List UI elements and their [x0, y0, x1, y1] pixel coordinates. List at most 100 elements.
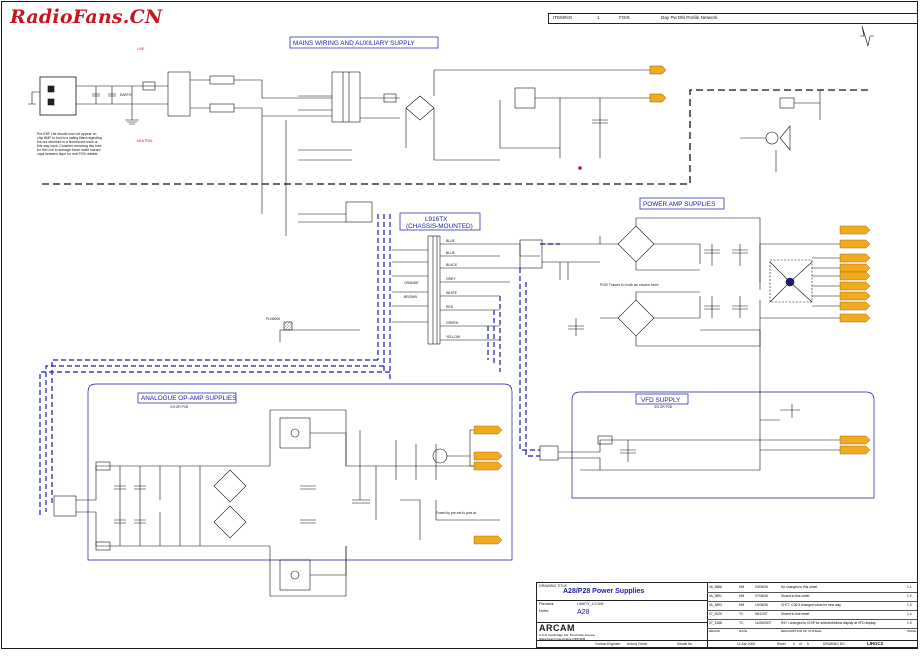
- x-capacitor-lines: [95, 86, 113, 104]
- sheet-total: 5: [807, 642, 809, 646]
- iec-inlet: [39, 76, 77, 116]
- rev-strip-col4: Day Pw Dbl Profile Network: [661, 15, 718, 20]
- revision-date: 06/11/07: [755, 612, 768, 616]
- revision-rev: 07_3188: [709, 621, 722, 625]
- vfd-section: [539, 435, 760, 470]
- wiring-harness: [39, 214, 560, 518]
- details-label: Details No: [677, 642, 693, 646]
- revision-rev: 07_3020: [709, 612, 722, 616]
- mains-section: [28, 25, 874, 236]
- date: 11-Apr-2006: [737, 642, 756, 646]
- revision-rev: 06_3886: [709, 585, 722, 589]
- revision-by: HM: [739, 585, 745, 589]
- wire-label-5: ORANGE: [404, 281, 419, 285]
- rev-strip-col2: 1: [597, 15, 600, 20]
- power-amp-title-box: [639, 197, 725, 210]
- analogue-title: ANALOGUE OP-AMP SUPPLIES: [141, 395, 236, 402]
- vfd-title-box: [635, 393, 689, 405]
- transformer-title: L916TX: [425, 216, 448, 223]
- revision-desc: CH77, C06 9 changed value for new way: [781, 603, 841, 607]
- wire-label-8: RED: [446, 305, 454, 309]
- engineer-name: Antony Genor: [627, 642, 648, 646]
- bridge-rectifier-1: [617, 225, 655, 263]
- company-logo: ARCAM: [539, 623, 575, 633]
- revision-date: 10/04/06: [755, 603, 768, 607]
- drawing-title-label: DRAWING TITLE: [539, 584, 567, 588]
- analogue-output-connectors: [473, 425, 503, 545]
- title-block-footer: Contact Engineer Antony Genor Details No…: [537, 640, 917, 648]
- power-amp-output-connectors: [839, 225, 871, 323]
- filename-label: Filename: [539, 602, 554, 606]
- sheet-number: 3: [793, 642, 795, 646]
- power-amp-section: [519, 217, 840, 471]
- wire-label-2: BLUE: [446, 251, 456, 255]
- mains-switch: [167, 71, 191, 117]
- revision-strip: ITEM/NO 1 FOIS Day Pw Dbl Profile Networ…: [548, 13, 918, 24]
- wire-label-6: BROWN: [404, 295, 418, 299]
- revision-issue: 1.2: [907, 594, 912, 598]
- revision-date: 11/05/2007: [755, 621, 772, 625]
- vfd-title: VFD SUPPLY: [641, 397, 681, 404]
- mains-title-box: [289, 36, 439, 49]
- revision-date: 03/04/06: [755, 585, 768, 589]
- revision-desc: Stored to this sheet: [781, 594, 810, 598]
- pcb-traces-note: PCB Traces to bulb as shown here: [600, 283, 658, 287]
- revision-issue: 1.5: [907, 621, 912, 625]
- revision-desc: Stored to this sheet: [781, 612, 810, 616]
- aux-output-connectors: [649, 65, 667, 103]
- fuse-note: Fused by pre-set to pins at: [436, 511, 476, 515]
- revision-issue: 1.3: [907, 603, 912, 607]
- earth-connection: [28, 91, 40, 105]
- neutral-label: NEUTRAL: [137, 139, 153, 143]
- notes-label: Notes: [539, 609, 549, 613]
- positive-regulator: [279, 417, 311, 449]
- aux-transformer: [331, 71, 361, 123]
- revision-desc: No changes to this sheet: [781, 585, 818, 589]
- mains-note: Pre-EBF Lite should now not appear on ch…: [37, 132, 102, 157]
- wire-label-10: YELLOW: [446, 335, 461, 339]
- vfd-boundary: [571, 391, 875, 499]
- wire-label-1: BLUE: [446, 239, 456, 243]
- revision-row: 06_3886 HM 03/04/06 No changes to this shee…: [707, 583, 917, 593]
- live-label: LIVE: [137, 47, 145, 51]
- contact-engineer-label: Contact Engineer: [595, 642, 621, 646]
- revision-rev: 06_3893: [709, 603, 722, 607]
- analogue-title-box: [137, 392, 237, 404]
- wire-label-9: GREEN: [446, 321, 459, 325]
- revision-by: HM: [739, 594, 745, 598]
- pass-transistor: [432, 448, 448, 464]
- mains-note-box: Pre-EBF Lite should now not appear on ch…: [37, 132, 102, 157]
- negative-regulator: [279, 559, 311, 591]
- rev-strip-col1: ITEM/NO: [553, 15, 573, 20]
- revision-header-cell: DATE: [739, 629, 748, 633]
- aux-bridge-rectifier: [405, 95, 435, 121]
- wire-label-4: GREY: [446, 277, 456, 281]
- revision-desc: R47 / changed to CHIP for selected/follo…: [781, 621, 876, 625]
- mains-section-title: MAINS WIRING AND AUXILIARY SUPPLY: [293, 40, 416, 47]
- revision-by: HM: [739, 603, 745, 607]
- transformer-subtitle: (CHASSIS-MOUNTED): [406, 223, 473, 230]
- bridge-rectifier-2: [617, 299, 655, 337]
- transformer-title-box: [399, 212, 481, 231]
- mains-dashed-loop: [42, 89, 872, 185]
- filename: L966TX_4.0.DW: [577, 602, 604, 606]
- watermark: RadioFans.CN: [10, 6, 163, 28]
- iec-pin-neutral: [47, 98, 55, 106]
- revision-row: 06_3893 HM 10/04/06 CH77, C06 9 changed val…: [707, 601, 917, 611]
- vfd-subtitle: 3/4 OR P28: [654, 405, 672, 409]
- revision-date: 07/04/06: [755, 594, 768, 598]
- rev-strip-col3: FOIS: [619, 15, 630, 20]
- revision-header-cell: DESCRIPTION OF CHANGE: [781, 629, 822, 633]
- wire-label-3: BLACK: [446, 263, 458, 267]
- revision-issue: 1.4: [907, 612, 912, 616]
- drawing-no-label: DRAWING NO.: [823, 642, 846, 646]
- of-label: of: [799, 642, 802, 646]
- title-block: DRAWING TITLE A28/P28 Power Supplies Fil…: [536, 582, 918, 648]
- drawing-title: A28/P28 Power Supplies: [563, 588, 645, 595]
- aux-regulator: [514, 87, 536, 109]
